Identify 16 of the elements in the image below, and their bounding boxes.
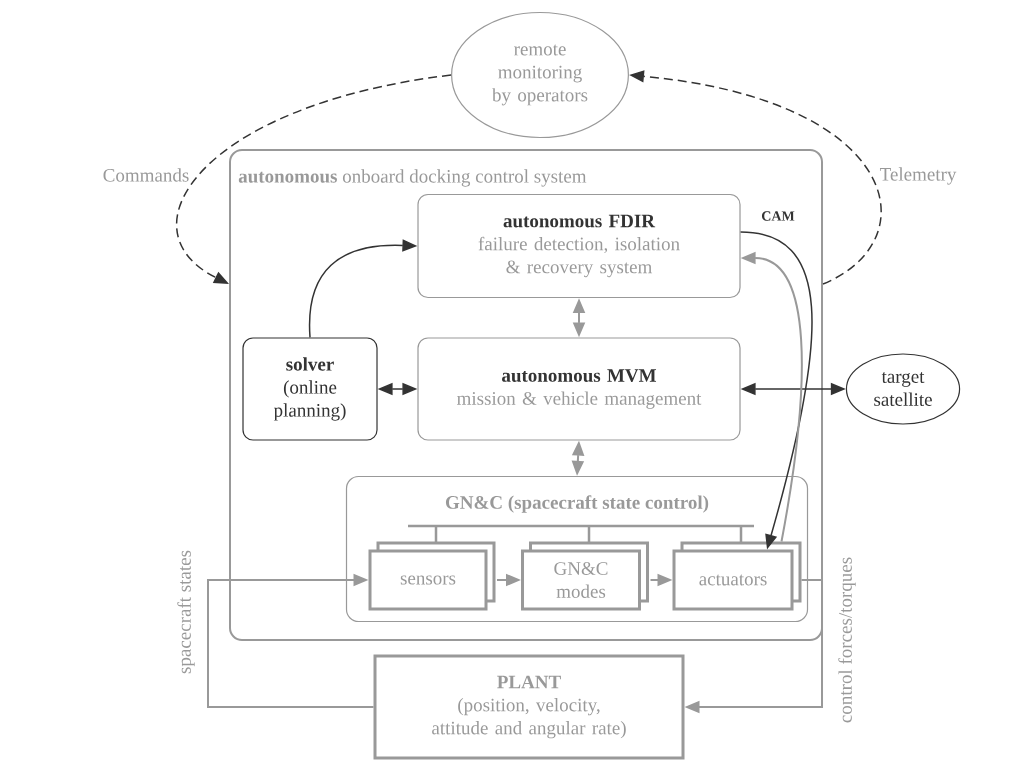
process-box: autonomous FDIR failure detection, isolation & recovery system (417, 193, 741, 299)
arrow (176, 74, 452, 284)
edge-label: Commands (103, 168, 189, 182)
ellipse-node: remote monitoring by operators (451, 11, 629, 139)
stacked-block: actuators (672, 541, 802, 611)
ellipse-node: target satellite (845, 353, 961, 425)
edge-label: Telemetry (880, 167, 957, 185)
plant-box: PLANT (position, velocity, attitude and angular rate) (373, 654, 685, 760)
edge-label: control forces/torques (838, 557, 856, 723)
edge-label: CAM (762, 211, 795, 221)
stacked-block: sensors (368, 541, 496, 611)
process-box: autonomous MVM mission & vehicle management (417, 337, 741, 441)
edge-label: spacecraft states (177, 550, 195, 674)
arrow (207, 573, 375, 708)
process-box: solver (online planning) (242, 337, 378, 441)
stacked-block: GN&C modes (521, 541, 649, 611)
